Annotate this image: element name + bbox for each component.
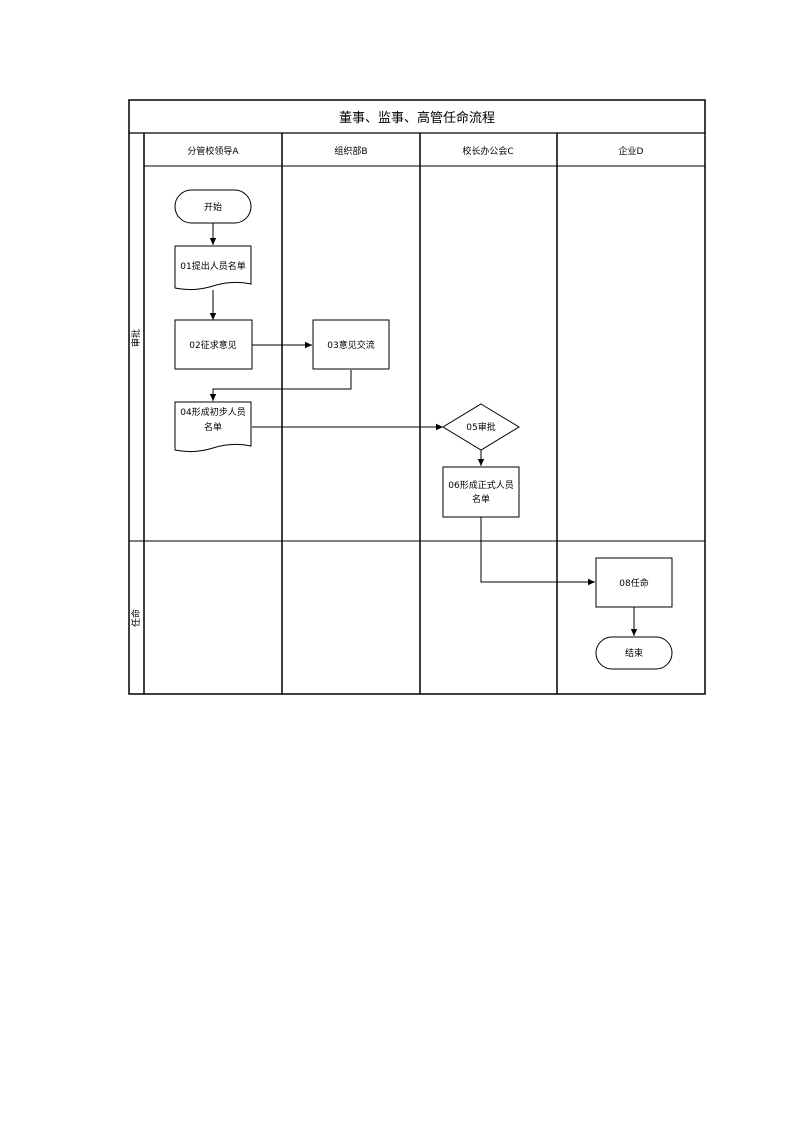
node-08-label: 08任命 — [619, 577, 648, 589]
lane-header-a: 分管校领导A — [187, 145, 239, 157]
node-06-label-line2: 名单 — [472, 493, 490, 505]
node-03-process: 03意见交流 — [312, 319, 390, 370]
node-start: 开始 — [174, 189, 252, 224]
node-04-document: 04形成初步人员 名单 — [174, 401, 252, 453]
lane-header-c: 校长办公会C — [462, 145, 513, 157]
connectors — [209, 223, 638, 636]
diagram-title: 董事、监事、高管任命流程 — [339, 110, 495, 126]
node-04-label-line1: 04形成初步人员 — [180, 406, 245, 418]
lane-header-d: 企业D — [619, 145, 644, 157]
phase-label-approval: 审批 — [130, 329, 142, 347]
node-02-label: 02征求意见 — [189, 339, 236, 351]
node-end-label: 结束 — [625, 647, 643, 659]
node-02-process: 02征求意见 — [174, 319, 253, 370]
node-04-label-line2: 名单 — [204, 421, 222, 433]
phase-label-appoint: 任命 — [130, 609, 142, 627]
node-05-decision: 05审批 — [442, 403, 520, 451]
node-01-label: 01提出人员名单 — [180, 260, 245, 272]
node-01-document: 01提出人员名单 — [174, 245, 252, 291]
diagram-frame — [128, 99, 706, 695]
node-05-label: 05审批 — [466, 421, 495, 433]
node-start-label: 开始 — [204, 201, 222, 213]
node-08-process: 08任命 — [595, 557, 673, 608]
arrow-03-to-04 — [209, 370, 352, 401]
node-06-label-line1: 06形成正式人员 — [448, 479, 513, 491]
lane-header-b: 组织部B — [334, 145, 367, 157]
node-06-process: 06形成正式人员 名单 — [442, 466, 520, 518]
node-03-label: 03意见交流 — [327, 339, 374, 351]
arrow-06-to-08 — [480, 517, 595, 586]
node-end: 结束 — [595, 636, 673, 670]
